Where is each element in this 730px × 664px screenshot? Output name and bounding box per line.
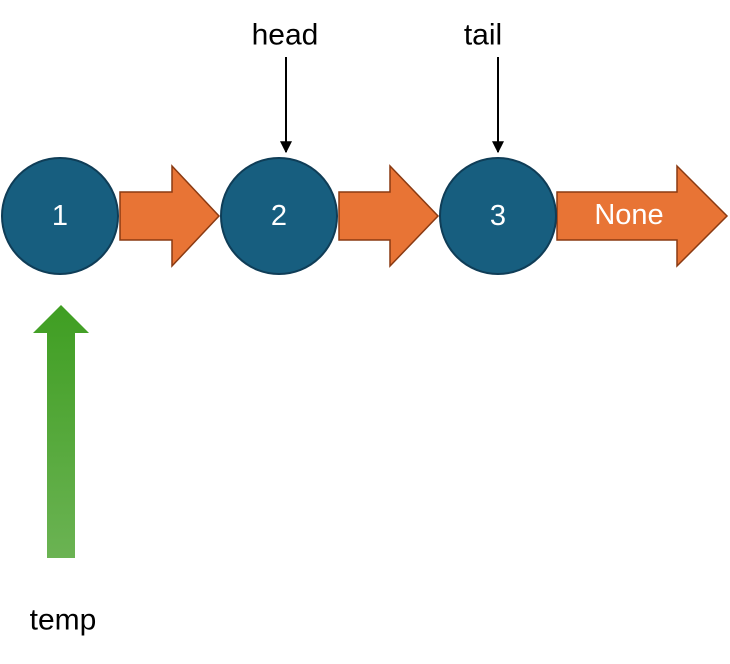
node-2-value: 2 <box>271 200 287 232</box>
temp-pointer-arrow <box>33 305 89 558</box>
node-2: 2 <box>220 157 338 275</box>
node-1-circle <box>1 157 119 275</box>
node-3-circle <box>439 157 557 275</box>
node-1: 1 <box>1 157 119 275</box>
node-3-value: 3 <box>490 200 506 232</box>
temp-label: temp <box>30 604 97 637</box>
head-label: head <box>252 19 319 52</box>
node-1-value: 1 <box>52 200 68 232</box>
node-2-circle <box>220 157 338 275</box>
none-label: None <box>594 199 663 231</box>
next-arrow-1-to-2 <box>119 164 221 268</box>
tail-label: tail <box>464 19 502 52</box>
next-arrow-2-to-3 <box>338 164 440 268</box>
next-arrow-3-to-none <box>556 164 729 268</box>
node-3: 3 <box>439 157 557 275</box>
